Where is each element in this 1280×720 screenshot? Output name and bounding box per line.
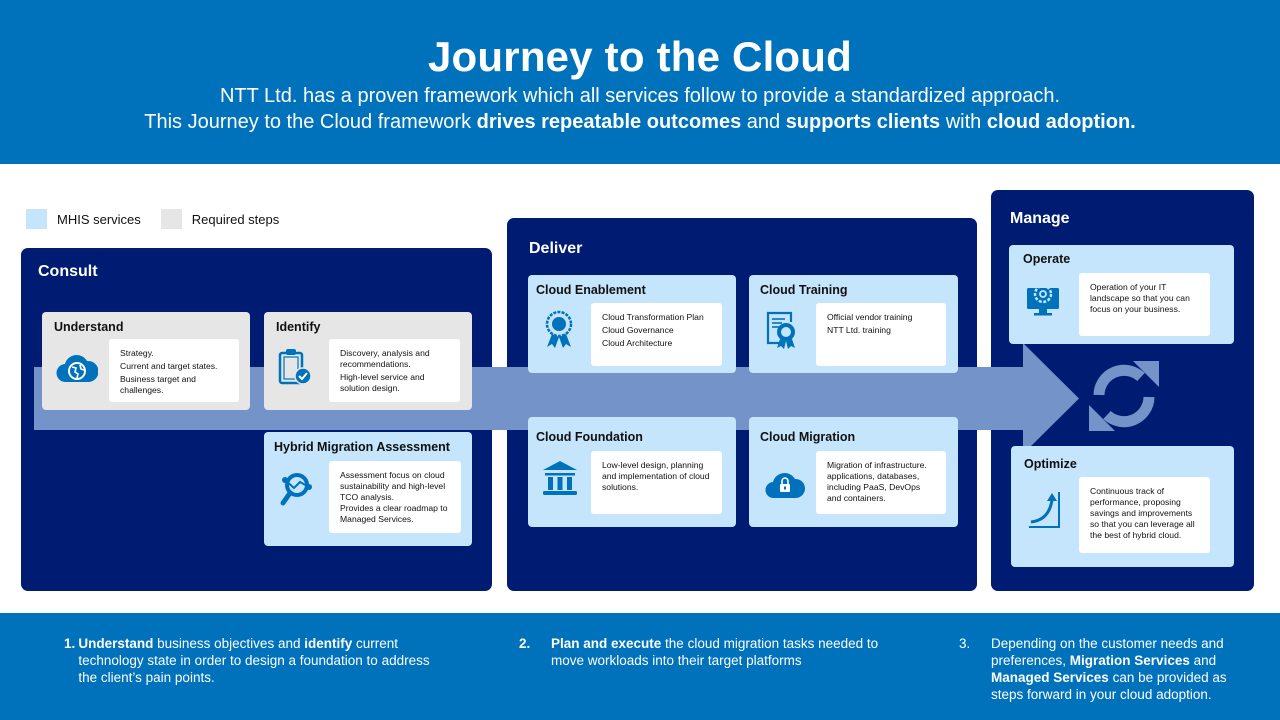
card-operate: Operate Operation of your IT landscape s… — [1009, 245, 1234, 344]
step-emphasis: Managed Services — [991, 670, 1109, 685]
page-title: Journey to the Cloud — [428, 33, 852, 80]
description-line: Current and target states. — [120, 361, 218, 371]
card-title: Cloud Foundation — [536, 430, 643, 444]
card-description: Migration of infrastructure. application… — [816, 451, 946, 514]
card-cloud-migration: Cloud Migration Migration of infrastruct… — [749, 417, 958, 527]
step-emphasis: identify — [304, 636, 353, 651]
card-description: Continuous track of performance, proposi… — [1079, 477, 1210, 553]
card-title: Identify — [276, 320, 321, 334]
phase-title-manage: Manage — [1010, 210, 1070, 227]
card-title: Hybrid Migration Assessment — [274, 440, 450, 454]
footer-banner: 1. Understand business objectives and id… — [0, 613, 1280, 720]
footer-step-2: 2. Plan and execute the cloud migration … — [519, 635, 899, 669]
legend-swatch-required — [160, 209, 182, 229]
step-number: 2. — [519, 636, 531, 651]
description-line: Low-level design, planning and implement… — [602, 460, 710, 492]
description-line: Provides a clear roadmap to Managed Serv… — [340, 503, 448, 524]
legend: MHIS services Required steps — [26, 209, 299, 229]
step-emphasis: Plan and execute — [551, 636, 662, 651]
card-cloud-foundation: Cloud Foundation Low-level design, plann… — [528, 417, 736, 527]
step-text-part: business objectives and — [153, 636, 305, 651]
subtitle-emphasis: cloud adoption. — [986, 111, 1136, 133]
phase-title-deliver: Deliver — [529, 240, 583, 257]
description-line: Business target and challenges. — [120, 374, 196, 395]
card-description: Discovery, analysis and recommendations.… — [329, 339, 460, 402]
card-cloud-enablement: Cloud Enablement Cloud Transformation Pl… — [528, 275, 736, 373]
description-line: Assessment focus on cloud sustainability… — [340, 470, 446, 502]
description-line: Discovery, analysis and recommendations. — [340, 348, 430, 369]
bank-columns-icon — [543, 461, 577, 495]
growth-chart-icon — [1029, 492, 1060, 528]
card-identify: Identify Discovery, analysis and recomme… — [264, 312, 472, 410]
subtitle-line-2: This Journey to the Cloud framework driv… — [0, 110, 1280, 134]
card-description: Assessment focus on cloud sustainability… — [329, 461, 461, 533]
legend-swatch-mhis — [26, 209, 47, 229]
legend-label-required: Required steps — [191, 211, 280, 227]
card-description: Cloud Transformation Plan Cloud Governan… — [591, 303, 722, 366]
step-text: Understand business objectives and ident… — [78, 635, 444, 686]
step-text-part: current technology state in order to des… — [78, 636, 430, 685]
step-number: 3. — [959, 636, 971, 651]
step-emphasis: Migration Services — [1069, 653, 1190, 668]
refresh-cycle-icon — [1089, 361, 1159, 431]
description-line: Operation of your IT landscape so that y… — [1090, 282, 1190, 314]
step-emphasis: Understand — [78, 636, 154, 651]
flow-arrow-head — [1023, 343, 1079, 454]
description-line: Cloud Architecture — [602, 338, 673, 348]
footer-step-3: 3. Depending on the customer needs and p… — [959, 635, 1259, 703]
card-description: Operation of your IT landscape so that y… — [1079, 273, 1210, 336]
subtitle-line-1: NTT Ltd. has a proven framework which al… — [219, 85, 1061, 107]
card-description: Official vendor training NTT Ltd. traini… — [816, 303, 946, 366]
description-line: NTT Ltd. training — [827, 325, 891, 335]
card-optimize: Optimize Continuous track of performance… — [1011, 446, 1234, 567]
step-text: Plan and execute the cloud migration tas… — [551, 635, 891, 669]
step-text-part: Depending on the customer needs and pref… — [991, 636, 1224, 668]
cloud-globe-icon — [56, 355, 98, 383]
subtitle-text: with — [940, 111, 987, 133]
subtitle-emphasis: drives repeatable outcomes — [476, 111, 742, 133]
description-line: High-level service and solution design. — [340, 372, 425, 393]
card-title: Cloud Migration — [760, 430, 856, 444]
card-title: Cloud Training — [760, 283, 848, 297]
card-title: Optimize — [1024, 457, 1077, 471]
card-hybrid-migration-assessment: Hybrid Migration Assessment Assessment f… — [264, 432, 472, 546]
description-line: Cloud Transformation Plan — [602, 312, 704, 322]
card-title: Operate — [1023, 252, 1071, 266]
certificate-icon — [766, 311, 795, 349]
description-line: Cloud Governance — [602, 325, 674, 335]
monitor-gear-icon — [1027, 284, 1059, 316]
card-understand: Understand Strategy. Current and target … — [42, 312, 250, 410]
step-text-part: and — [1189, 653, 1217, 668]
cloud-lock-icon — [765, 473, 805, 499]
subtitle-text: and — [741, 111, 786, 133]
footer-step-1: 1. Understand business objectives and id… — [64, 635, 444, 686]
step-text-part: the cloud migration tasks needed to move… — [551, 636, 879, 668]
description-line: Migration of infrastructure. application… — [827, 460, 927, 503]
legend-label-mhis: MHIS services — [57, 211, 141, 227]
subtitle-emphasis: supports clients — [785, 111, 941, 133]
clipboard-check-icon — [278, 349, 312, 385]
phase-title-consult: Consult — [38, 263, 98, 280]
description-line: Continuous track of performance, proposi… — [1090, 486, 1195, 540]
card-cloud-training: Cloud Training Official vendor training … — [749, 275, 958, 373]
card-description: Strategy. Current and target states. Bus… — [109, 339, 239, 402]
header-banner: Journey to the Cloud NTT Ltd. has a prov… — [0, 0, 1280, 164]
step-text-part: can be provided as steps forward in your… — [991, 670, 1227, 702]
card-title: Understand — [54, 320, 124, 334]
step-number: 1. — [64, 636, 76, 651]
card-description: Low-level design, planning and implement… — [591, 451, 722, 514]
subtitle-text: This Journey to the Cloud framework — [144, 111, 477, 133]
card-title: Cloud Enablement — [536, 283, 646, 297]
description-line: Strategy. — [120, 348, 154, 358]
award-ribbon-icon — [545, 310, 573, 348]
magnifier-analysis-icon — [280, 473, 312, 506]
description-line: Official vendor training — [827, 312, 913, 322]
step-text: Depending on the customer needs and pref… — [991, 635, 1251, 703]
